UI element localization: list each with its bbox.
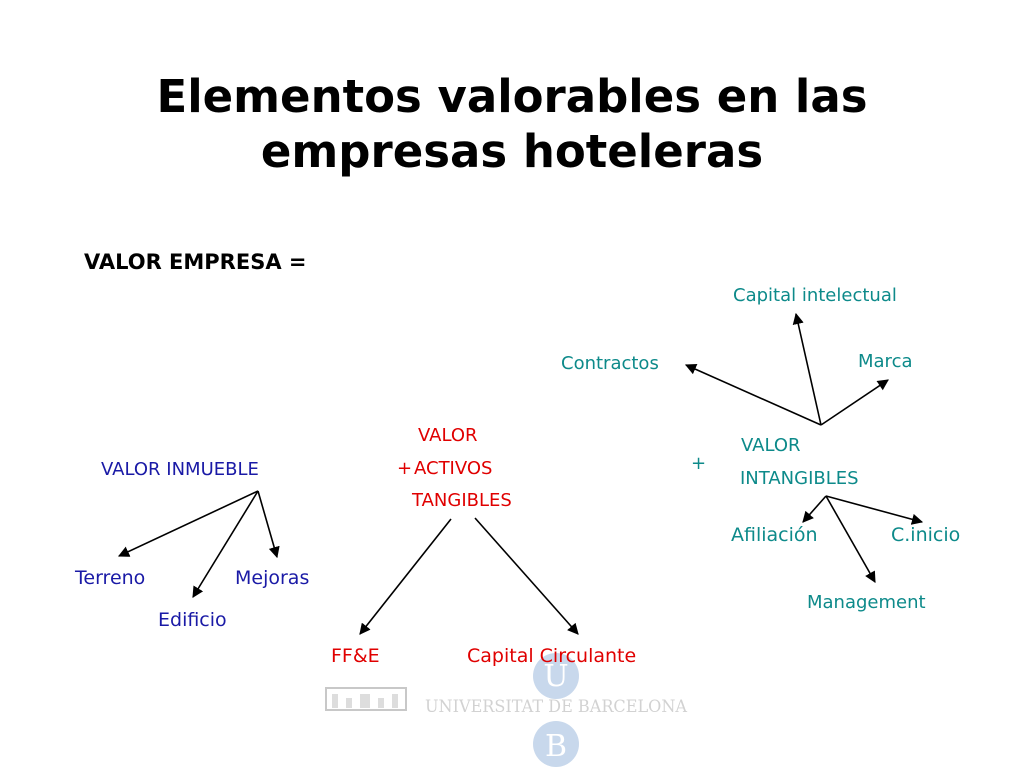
arrow-to-edificio	[192, 490, 259, 598]
arrow-to-mejoras	[257, 490, 280, 559]
contractos-label: Contractos	[561, 353, 659, 374]
cinicio-label: C.inicio	[891, 524, 961, 546]
ffe-label: FF&E	[331, 645, 380, 667]
arrow-to-capital-circulante	[474, 517, 579, 635]
capital-intelectual-label: Capital intelectual	[733, 285, 897, 306]
logo-wordmark: UNIVERSITAT DE BARCELONA	[425, 697, 688, 717]
logo-building-icon	[325, 687, 407, 711]
mejoras-label: Mejoras	[235, 567, 310, 589]
arrow-to-marca	[820, 379, 889, 426]
valor-tangibles-line-3: TANGIBLES	[412, 490, 512, 511]
arrow-to-capital-intelectual	[792, 312, 822, 426]
valor-tangibles-line-2: ACTIVOS	[414, 458, 493, 479]
management-label: Management	[807, 592, 926, 613]
marca-label: Marca	[858, 351, 913, 372]
edificio-label: Edificio	[158, 609, 227, 631]
arrow-to-cinicio	[825, 495, 924, 525]
arrow-to-ffe	[359, 518, 452, 635]
logo-circle-top-icon	[533, 653, 579, 699]
terreno-label: Terreno	[75, 567, 146, 589]
arrow-to-afiliacion	[802, 495, 827, 523]
arrow-to-contractos	[684, 363, 822, 426]
afiliacion-label: Afiliación	[731, 524, 818, 546]
valor-intangibles-line-2: INTANGIBLES	[740, 468, 859, 489]
logo-letter-u: U	[543, 659, 568, 694]
slide-title: Elementos valorables en las empresas hot…	[0, 70, 1024, 180]
logo-letter-b: B	[545, 729, 567, 764]
arrow-to-management	[825, 495, 876, 583]
title-line-2: empresas hoteleras	[260, 124, 764, 178]
valor-inmueble-label: VALOR INMUEBLE	[101, 459, 259, 480]
valor-tangibles-line-1: VALOR	[418, 425, 478, 446]
logo-circle-bottom-icon	[533, 721, 579, 767]
plus-intangibles: +	[691, 453, 707, 474]
valor-empresa-label: VALOR EMPRESA =	[84, 250, 307, 274]
valor-intangibles-line-1: VALOR	[741, 435, 801, 456]
plus-tangibles: +	[397, 458, 413, 479]
arrow-to-terreno	[117, 490, 259, 557]
capital-circulante-label: Capital Circulante	[467, 645, 637, 667]
title-line-1: Elementos valorables en las	[156, 70, 868, 123]
